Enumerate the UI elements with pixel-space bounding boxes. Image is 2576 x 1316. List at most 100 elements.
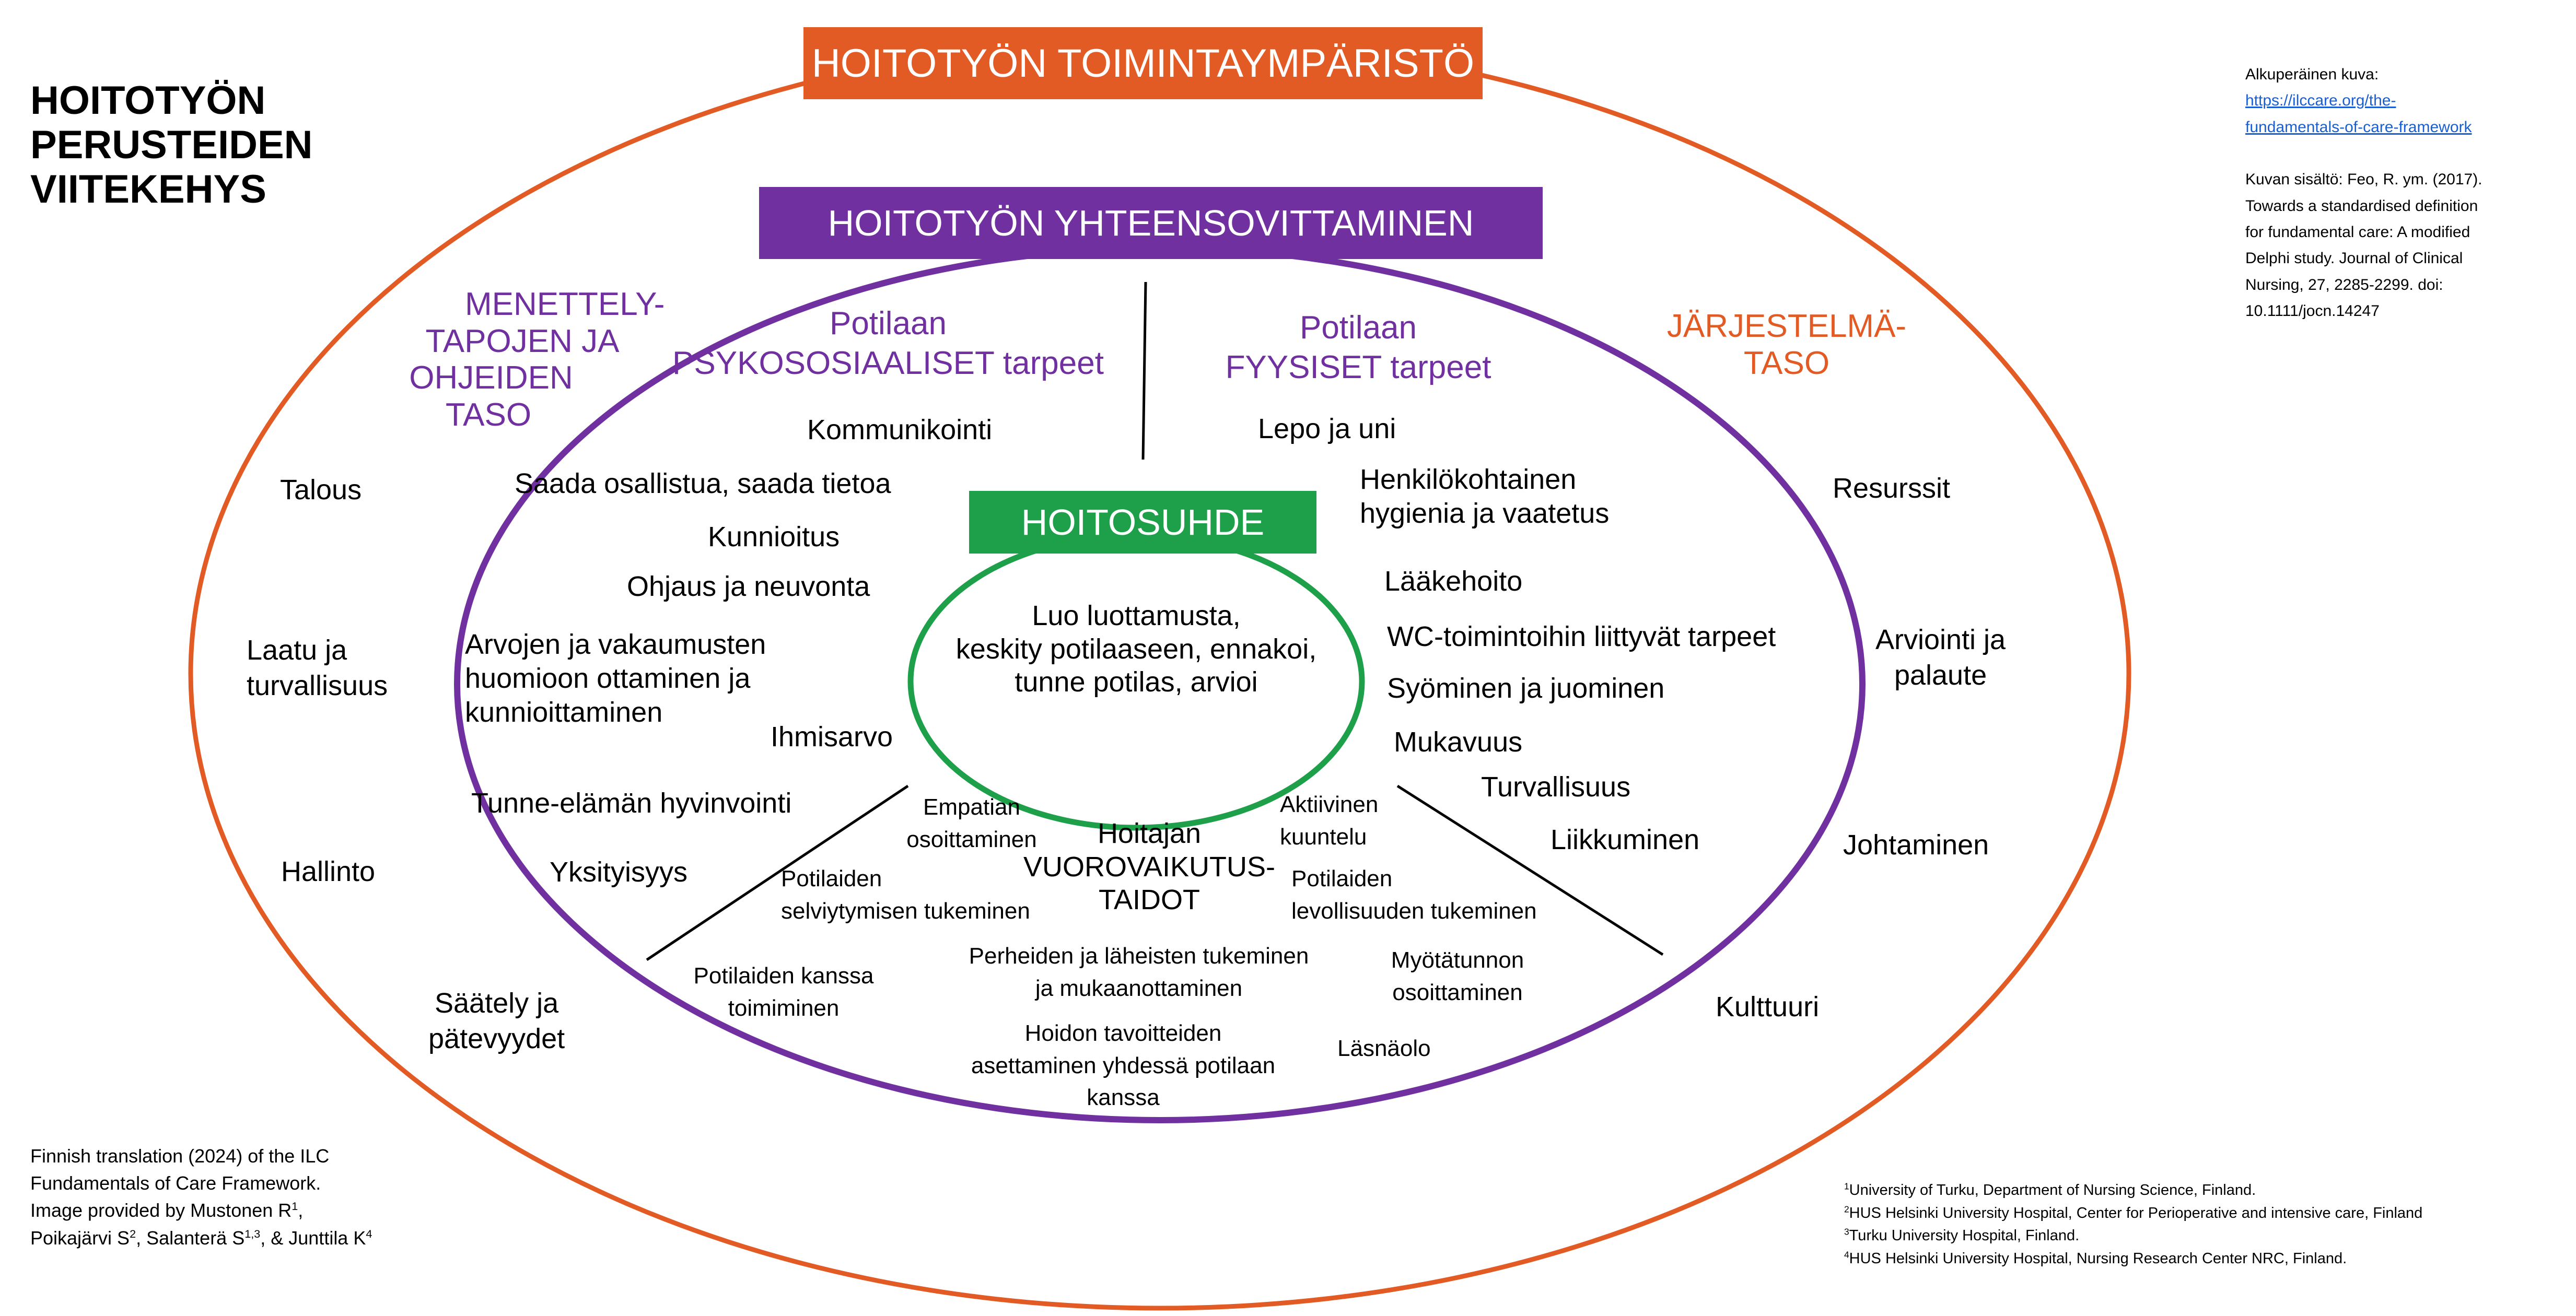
arviointi-line-1: Arviointi ja (1875, 624, 2006, 655)
source-info: Alkuperäinen kuva: https://ilccare.org/t… (2245, 62, 2482, 325)
talous-label: Talous (280, 474, 362, 506)
saately-label: Säätely ja pätevyydet (428, 986, 565, 1056)
relationship-header-text: HOITOSUHDE (1021, 502, 1265, 543)
source-link-line-1[interactable]: https://ilccare.org/the- (2245, 92, 2396, 110)
levollisuus-label: Potilaiden levollisuuden tukeminen (1291, 863, 1537, 927)
physical-header: Potilaan FYYSISET tarpeet (1175, 308, 1541, 387)
tavoitteet-line-1: Hoidon tavoitteiden (1024, 1020, 1222, 1046)
divider-left-diagonal (646, 784, 909, 961)
source-content-2: Towards a standardised definition (2245, 197, 2478, 215)
lasnaolo-label: Läsnäolo (1337, 1036, 1431, 1061)
kommunikointi-label: Kommunikointi (807, 414, 993, 445)
relationship-center-text: Luo luottamusta, keskity potilaaseen, en… (899, 600, 1374, 699)
tunne-label: Tunne-elämän hyvinvointi (471, 788, 792, 819)
affiliations: 1University of Turku, Department of Nurs… (1844, 1179, 2422, 1270)
policy-level-line-1: MENETTELY- (465, 286, 665, 322)
saately-line-2: pätevyydet (428, 1023, 565, 1054)
hygienia-line-2: hygienia ja vaatetus (1360, 497, 1610, 529)
kunnioitus-label: Kunnioitus (708, 521, 840, 553)
environment-header: HOITOTYÖN TOIMINTAYMPÄRISTÖ (803, 27, 1483, 99)
system-level-line-2: TASO (1743, 345, 1830, 381)
myotatunto-line-1: Myötätunnon (1391, 947, 1524, 973)
translation-line-2: Fundamentals of Care Framework. (30, 1172, 321, 1194)
kanssa-line-1: Potilaiden kanssa (693, 963, 874, 989)
laakehoito-label: Lääkehoito (1384, 566, 1523, 597)
source-label: Alkuperäinen kuva: (2245, 66, 2379, 83)
skills-title-line-2: VUOROVAIKUTUS- (1023, 851, 1276, 883)
empatian-line-2: osoittaminen (906, 826, 1037, 852)
mukavuus-label: Mukavuus (1394, 726, 1523, 758)
affiliation-1: 1University of Turku, Department of Nurs… (1844, 1181, 2256, 1198)
perheiden-label: Perheiden ja läheisten tukeminen ja muka… (940, 940, 1337, 1004)
tavoitteet-line-3: kanssa (1087, 1085, 1160, 1111)
perheiden-line-1: Perheiden ja läheisten tukeminen (969, 943, 1309, 969)
perheiden-line-2: ja mukaanottaminen (1035, 975, 1243, 1001)
kanssa-label: Potilaiden kanssa toimiminen (679, 960, 888, 1024)
ohjaus-label: Ohjaus ja neuvonta (627, 571, 870, 602)
translation-line-3: Image provided by Mustonen R1, (30, 1200, 304, 1221)
policy-level-label: MENETTELY- TAPOJEN JA OHJEIDEN TASO (360, 286, 665, 434)
divider-right-diagonal (1396, 784, 1664, 956)
title-line-2: PERUSTEIDEN (30, 123, 313, 168)
center-line-3: tunne potilas, arvioi (1015, 666, 1258, 698)
aktiivinen-line-2: kuuntelu (1280, 824, 1367, 850)
johtaminen-label: Johtaminen (1843, 829, 1989, 861)
selviytyminen-line-1: Potilaiden (781, 866, 882, 891)
myotatunto-label: Myötätunnon osoittaminen (1374, 944, 1541, 1008)
hygienia-line-1: Henkilökohtainen (1360, 464, 1577, 495)
title-line-1: HOITOTYÖN (30, 78, 266, 123)
empatian-line-1: Empatian (923, 794, 1020, 820)
yksityisyys-label: Yksityisyys (550, 856, 688, 888)
policy-level-line-2: TAPOJEN JA (425, 323, 620, 359)
skills-title-line-1: Hoitajan (1097, 818, 1202, 849)
environment-header-text: HOITOTYÖN TOIMINTAYMPÄRISTÖ (811, 41, 1475, 86)
framework-title: HOITOTYÖN PERUSTEIDEN VIITEKEHYS (30, 78, 313, 212)
coordination-header: HOITOTYÖN YHTEENSOVITTAMINEN (759, 187, 1543, 259)
affiliation-2: 2HUS Helsinki University Hospital, Cente… (1844, 1203, 2423, 1221)
center-line-2: keskity potilaaseen, ennakoi, (955, 633, 1317, 665)
myotatunto-line-2: osoittaminen (1392, 979, 1523, 1005)
physical-header-line-2: FYYSISET tarpeet (1225, 349, 1491, 385)
system-level-line-1: JÄRJESTELMÄ- (1666, 308, 1907, 344)
aktiivinen-label: Aktiivinen kuuntelu (1280, 789, 1378, 853)
source-content-1: Kuvan sisältö: Feo, R. ym. (2017). (2245, 171, 2482, 189)
empatian-label: Empatian osoittaminen (893, 791, 1050, 855)
ihmisarvo-label: Ihmisarvo (771, 721, 893, 753)
relationship-header: HOITOSUHDE (969, 491, 1316, 554)
coordination-header-text: HOITOTYÖN YHTEENSOVITTAMINEN (827, 203, 1474, 243)
levollisuus-line-2: levollisuuden tukeminen (1291, 898, 1537, 924)
translation-credits: Finnish translation (2024) of the ILC Fu… (30, 1143, 372, 1252)
osallistua-label: Saada osallistua, saada tietoa (515, 468, 891, 499)
affiliation-4: 4HUS Helsinki University Hospital, Nursi… (1844, 1249, 2347, 1267)
title-line-3: VIITEKEHYS (30, 167, 266, 212)
physical-header-line-1: Potilaan (1299, 310, 1417, 346)
translation-line-1: Finnish translation (2024) of the ILC (30, 1145, 330, 1167)
lepo-label: Lepo ja uni (1258, 413, 1396, 444)
source-link-line-2[interactable]: fundamentals-of-care-framework (2245, 118, 2472, 136)
source-content-5: Nursing, 27, 2285-2299. doi: (2245, 276, 2443, 293)
arvojen-label: Arvojen ja vakaumusten huomioon ottamine… (465, 628, 766, 729)
psychosocial-header-line-2: PSYKOSOSIAALISET tarpeet (672, 345, 1104, 381)
arviointi-label: Arviointi ja palaute (1875, 622, 2006, 693)
psychosocial-header: Potilaan PSYKOSOSIAALISET tarpeet (653, 304, 1123, 383)
laatu-line-2: turvallisuus (247, 669, 388, 701)
arvojen-line-2: huomioon ottaminen ja (465, 662, 751, 694)
resurssit-label: Resurssit (1833, 473, 1951, 504)
kulttuuri-label: Kulttuuri (1716, 991, 1820, 1023)
affiliation-3: 3Turku University Hospital, Finland. (1844, 1226, 2080, 1244)
divider-vertical (1141, 281, 1147, 460)
kanssa-line-2: toimiminen (728, 995, 840, 1021)
psychosocial-header-line-1: Potilaan (829, 306, 947, 342)
hygienia-label: Henkilökohtainen hygienia ja vaatetus (1360, 463, 1609, 531)
aktiivinen-line-1: Aktiivinen (1280, 792, 1379, 817)
arvojen-line-3: kunnioittaminen (465, 696, 663, 728)
policy-level-line-3: OHJEIDEN (409, 360, 573, 396)
source-content-3: for fundamental care: A modified (2245, 223, 2470, 241)
skills-title-line-3: TAIDOT (1099, 884, 1200, 916)
selviytyminen-line-2: selviytymisen tukeminen (781, 898, 1030, 924)
hallinto-label: Hallinto (281, 856, 376, 887)
selviytyminen-label: Potilaiden selviytymisen tukeminen (781, 863, 1030, 927)
policy-level-line-4: TASO (445, 397, 532, 433)
saately-line-1: Säätely ja (435, 988, 559, 1019)
skills-title: Hoitajan VUOROVAIKUTUS- TAIDOT (987, 817, 1311, 917)
